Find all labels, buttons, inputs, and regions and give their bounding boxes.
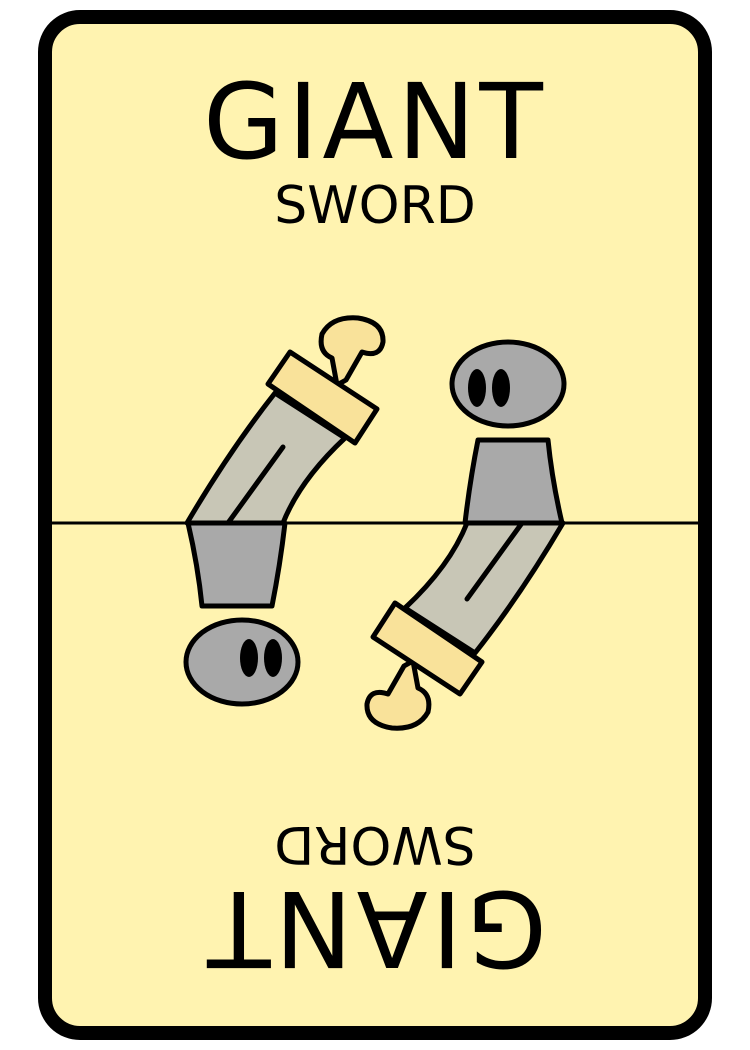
top-illustration bbox=[187, 318, 564, 523]
card-subtitle: SWORD bbox=[274, 176, 476, 236]
card-title-inverted: GIANT bbox=[203, 867, 547, 989]
card-subtitle-inverted: SWORD bbox=[274, 814, 476, 874]
card bbox=[38, 10, 712, 1040]
card-title: GIANT bbox=[203, 61, 547, 183]
bottom-illustration bbox=[186, 523, 563, 728]
